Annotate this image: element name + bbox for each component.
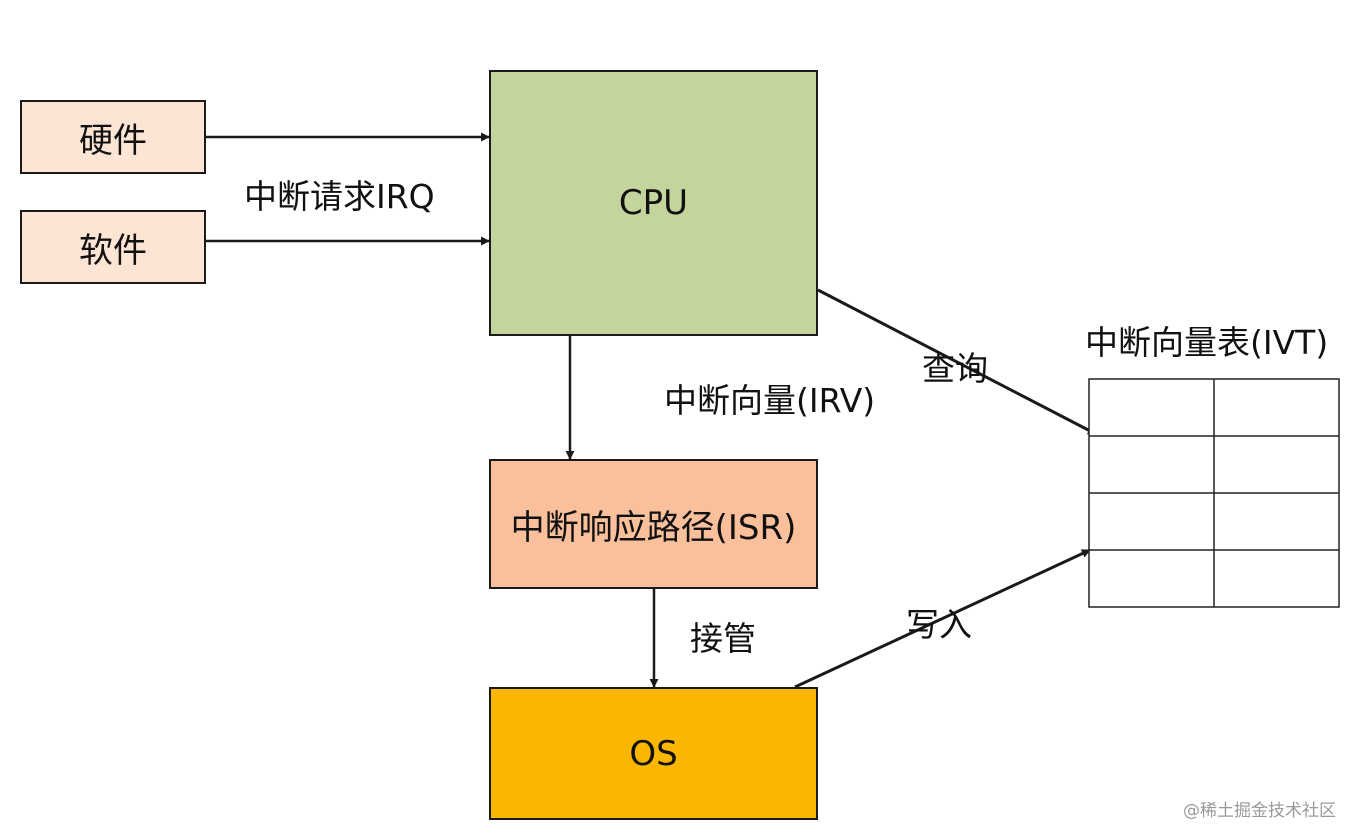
- ivt-table: [1088, 378, 1340, 608]
- os-node: OS: [489, 687, 818, 820]
- isr-node: 中断响应路径(ISR): [489, 459, 818, 589]
- irq-edge-label: 中断请求IRQ: [244, 177, 435, 216]
- isr-label: 中断响应路径(ISR): [510, 507, 797, 548]
- hardware-node: 硬件: [20, 100, 206, 174]
- hardware-label: 硬件: [79, 120, 147, 161]
- ivt-title: 中断向量表(IVT): [1085, 323, 1329, 362]
- watermark: @稀土掘金技术社区: [1183, 801, 1336, 821]
- arrow-cpu-to-ivt: [817, 288, 1097, 436]
- software-label: 软件: [79, 230, 147, 271]
- cpu-node: CPU: [489, 70, 818, 336]
- write-edge-label: 写入: [906, 605, 972, 644]
- cpu-label: CPU: [618, 183, 689, 223]
- arrow-os-to-ivt: [794, 548, 1091, 689]
- software-node: 软件: [20, 210, 206, 284]
- takeover-edge-label: 接管: [690, 619, 756, 658]
- query-edge-label: 查询: [922, 349, 988, 388]
- irv-edge-label: 中断向量(IRV): [664, 381, 876, 420]
- os-label: OS: [629, 733, 678, 774]
